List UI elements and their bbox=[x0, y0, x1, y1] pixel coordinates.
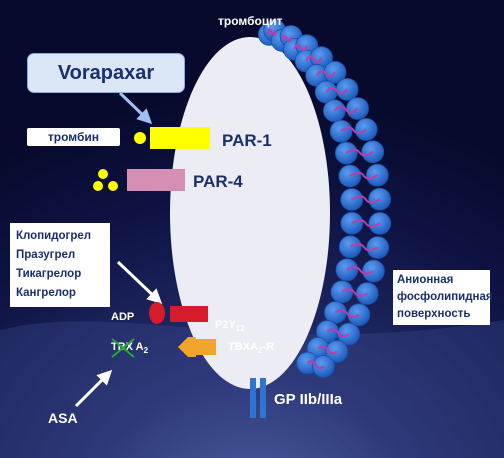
par1-receptor bbox=[150, 127, 210, 149]
drug-clopidogrel: Клопидогрел bbox=[16, 230, 92, 242]
tbxa2-r-label: TBXA2-R bbox=[228, 341, 274, 355]
gp-iiia-bar bbox=[260, 378, 266, 418]
gp-iib-bar bbox=[250, 378, 256, 418]
asa-label: ASA bbox=[48, 410, 78, 426]
anionic-phospholipid-membrane bbox=[257, 18, 392, 378]
tbxa2-r-label-suffix: -R bbox=[262, 341, 275, 353]
par1-label: PAR-1 bbox=[222, 131, 272, 150]
gp-iib-iiia-label: GP IIb/IIIa bbox=[274, 391, 343, 408]
anionic-line-3: поверхность bbox=[397, 308, 471, 320]
membrane-link-11 bbox=[351, 219, 381, 228]
tbxa2-r-label-sub: 2 bbox=[257, 346, 263, 356]
membrane-link-13 bbox=[346, 266, 375, 275]
membrane-link-8 bbox=[345, 148, 374, 157]
membrane-link-7 bbox=[340, 126, 367, 135]
par4-receptor bbox=[127, 169, 185, 191]
vorapaxar-label: Vorapaxar bbox=[57, 61, 155, 84]
membrane-link-10 bbox=[351, 195, 381, 204]
p2y12-label: P2Y12 bbox=[215, 319, 245, 333]
asa-arrow bbox=[74, 369, 113, 408]
platelet-body bbox=[170, 37, 330, 389]
thrombin-dot-3 bbox=[108, 181, 118, 191]
membrane-link-12 bbox=[349, 243, 379, 252]
membrane-link-1 bbox=[281, 34, 293, 42]
thrombin-dot-2 bbox=[93, 181, 103, 191]
drug-cangrelor: Кангрелор bbox=[16, 287, 76, 299]
membrane-link-4 bbox=[315, 70, 336, 78]
membrane-link-5 bbox=[325, 87, 348, 95]
membrane-bead-outer-12 bbox=[366, 236, 390, 259]
membrane-link-17 bbox=[317, 345, 338, 355]
membrane-link-3 bbox=[305, 55, 323, 63]
thrombin-label-box: тромбин bbox=[27, 128, 120, 146]
anionic-line-2: фосфолипидная bbox=[397, 291, 493, 303]
par4-label: PAR-4 bbox=[193, 172, 243, 191]
membrane-link-18 bbox=[306, 360, 325, 370]
vorapaxar-box: Vorapaxar bbox=[27, 53, 185, 93]
tbxa2-r-label-main: TBXA bbox=[228, 341, 258, 353]
thrombin-dot-1 bbox=[98, 169, 108, 179]
adp-label: ADP bbox=[111, 311, 135, 323]
p2y12-label-main: P2Y bbox=[215, 319, 236, 331]
thrombin-label: тромбин bbox=[47, 130, 100, 144]
tbx-blocked-x-icon bbox=[111, 338, 135, 358]
tbxa2-receptor bbox=[196, 339, 216, 355]
drug-ticagrelor: Тикагрелор bbox=[16, 268, 82, 280]
vorapaxar-arrow bbox=[118, 91, 153, 125]
anionic-surface-box: Анионная фосфолипидная поверхность bbox=[393, 270, 493, 325]
adp-molecule bbox=[149, 302, 165, 324]
membrane-link-2 bbox=[293, 43, 308, 52]
anionic-line-1: Анионная bbox=[397, 274, 454, 286]
membrane-link-15 bbox=[334, 309, 360, 318]
thrombin-molecule bbox=[134, 132, 146, 144]
p2y12-receptor bbox=[170, 306, 208, 322]
drug-prasugrel: Празугрел bbox=[16, 249, 76, 261]
membrane-link-6 bbox=[333, 105, 359, 114]
tbx-a2-label-sub: 2 bbox=[143, 346, 149, 356]
membrane-link-0 bbox=[268, 28, 276, 36]
p2y12-inhibitor-arrow bbox=[116, 260, 163, 305]
membrane-link-9 bbox=[349, 171, 378, 180]
tbxa2-receptor-ligand bbox=[178, 337, 196, 357]
p2y12-drugs-box: Клопидогрел Празугрел Тикагрелор Кангрел… bbox=[10, 223, 110, 307]
membrane-link-14 bbox=[341, 288, 368, 297]
p2y12-label-sub: 12 bbox=[235, 324, 245, 334]
platelet-label: тромбоцит bbox=[218, 14, 283, 28]
membrane-link-16 bbox=[326, 328, 350, 338]
